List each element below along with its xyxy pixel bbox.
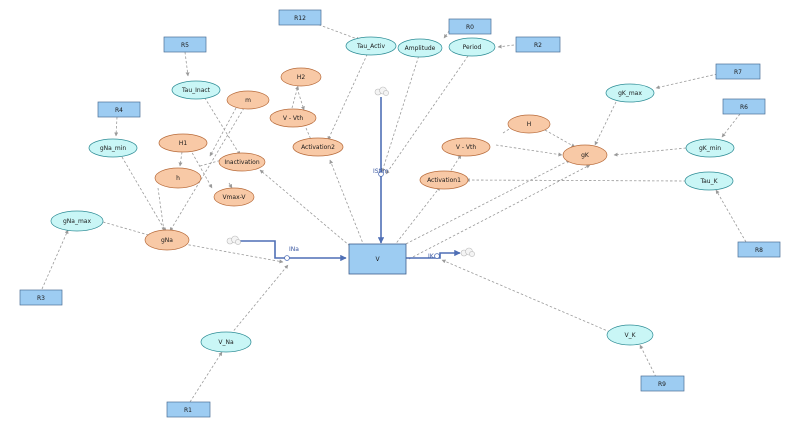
param-tau-k-label: Tau_K: [699, 178, 718, 185]
param-tau-inact[interactable]: Tau_Inact: [171, 80, 221, 100]
param-amplitude-label: Amplitude: [405, 45, 436, 52]
aux-activation2-label: Activation2: [301, 144, 335, 151]
stock-v-label: V: [375, 256, 380, 263]
aux-inactivation[interactable]: Inactivation: [218, 152, 266, 172]
ina-flow-label: INa: [289, 246, 299, 253]
ref-r6-label: R6: [740, 104, 748, 111]
aux-h1[interactable]: H1: [158, 133, 208, 153]
param-v-k-label: V_K: [624, 332, 636, 339]
aux-activation1-label: Activation1: [427, 177, 461, 184]
aux-activation1[interactable]: Activation1: [419, 170, 469, 190]
aux-inactivation-label: Inactivation: [224, 159, 259, 166]
ik-flow-label: IK: [428, 253, 435, 260]
ref-r5[interactable]: R5: [163, 36, 207, 53]
aux-m-label: m: [245, 97, 251, 104]
ref-r12[interactable]: R12: [278, 9, 322, 26]
ref-r7[interactable]: R7: [715, 63, 761, 80]
aux-v-vth-top-label: V - Vth: [283, 115, 304, 122]
aux-vmax-v[interactable]: Vmax-V: [213, 187, 255, 207]
ref-r1-label: R1: [184, 407, 192, 414]
aux-h2-label: H2: [297, 74, 306, 81]
ref-r4[interactable]: R4: [97, 101, 141, 118]
aux-m[interactable]: m: [226, 90, 270, 110]
aux-v-vth-right-label: V - Vth: [456, 144, 477, 151]
aux-gk[interactable]: gK: [562, 144, 608, 166]
cloud-icon: [226, 235, 241, 245]
istim-valve[interactable]: [378, 171, 384, 177]
aux-h-label: h: [176, 175, 180, 182]
param-gna-max[interactable]: gNa_max: [50, 210, 104, 232]
ref-r9-label: R9: [658, 381, 666, 388]
param-v-na[interactable]: V_Na: [200, 331, 252, 353]
ref-r6[interactable]: R6: [722, 98, 766, 115]
ref-r2[interactable]: R2: [515, 36, 561, 53]
aux-h2[interactable]: H2: [280, 67, 322, 87]
ref-r12-label: R12: [294, 15, 306, 22]
aux-gna[interactable]: gNa: [144, 229, 190, 251]
aux-gk-label: gK: [581, 152, 590, 159]
param-tau-activ[interactable]: Tau_Activ: [345, 36, 397, 56]
aux-v-vth-right[interactable]: V - Vth: [441, 137, 491, 157]
flow-valves: [284, 171, 440, 261]
aux-gna-label: gNa: [161, 237, 173, 244]
ref-r3-label: R3: [37, 295, 45, 302]
param-tau-activ-label: Tau_Activ: [356, 43, 385, 50]
param-gk-min-label: gK_min: [699, 145, 721, 152]
param-gna-min-label: gNa_min: [100, 145, 126, 152]
param-period-label: Period: [463, 44, 482, 51]
ref-r7-label: R7: [734, 69, 742, 76]
param-gk-min[interactable]: gK_min: [685, 138, 735, 158]
ref-r3[interactable]: R3: [19, 289, 63, 306]
ref-r0-label: R0: [466, 24, 474, 31]
param-amplitude[interactable]: Amplitude: [397, 38, 443, 58]
ref-r8[interactable]: R8: [737, 241, 781, 258]
aux-v-vth-top[interactable]: V - Vth: [269, 108, 317, 128]
ref-r8-label: R8: [755, 247, 763, 254]
param-v-k[interactable]: V_K: [606, 324, 654, 346]
param-tau-inact-label: Tau_Inact: [181, 87, 211, 94]
aux-h1-label: H1: [179, 140, 188, 147]
param-period[interactable]: Period: [448, 37, 496, 57]
param-gk-max[interactable]: gK_max: [605, 83, 655, 103]
aux-activation2[interactable]: Activation2: [292, 137, 344, 157]
connectors: [41, 19, 747, 403]
param-v-na-label: V_Na: [218, 339, 234, 346]
aux-h-right[interactable]: H: [507, 114, 551, 134]
stock-v[interactable]: V: [348, 243, 407, 275]
aux-h-right-label: H: [527, 121, 532, 128]
param-gk-max-label: gK_max: [618, 90, 642, 97]
flows: [238, 97, 461, 262]
param-gna-max-label: gNa_max: [63, 218, 91, 225]
ref-r5-label: R5: [181, 42, 189, 49]
ref-r2-label: R2: [534, 42, 542, 49]
ina-valve[interactable]: [284, 255, 290, 261]
clouds: [226, 86, 475, 257]
ref-r9[interactable]: R9: [640, 375, 685, 392]
istim-flow-label: IStim: [373, 168, 389, 175]
ref-r4-label: R4: [115, 107, 123, 114]
ref-r0[interactable]: R0: [448, 18, 492, 35]
aux-h[interactable]: h: [154, 167, 202, 189]
aux-vmax-v-label: Vmax-V: [222, 194, 246, 201]
ik-valve[interactable]: [434, 253, 440, 259]
ref-r1[interactable]: R1: [166, 401, 211, 418]
cloud-icon: [460, 247, 475, 257]
param-gna-min[interactable]: gNa_min: [88, 138, 138, 158]
param-tau-k[interactable]: Tau_K: [684, 171, 734, 191]
cloud-icon: [374, 86, 389, 96]
